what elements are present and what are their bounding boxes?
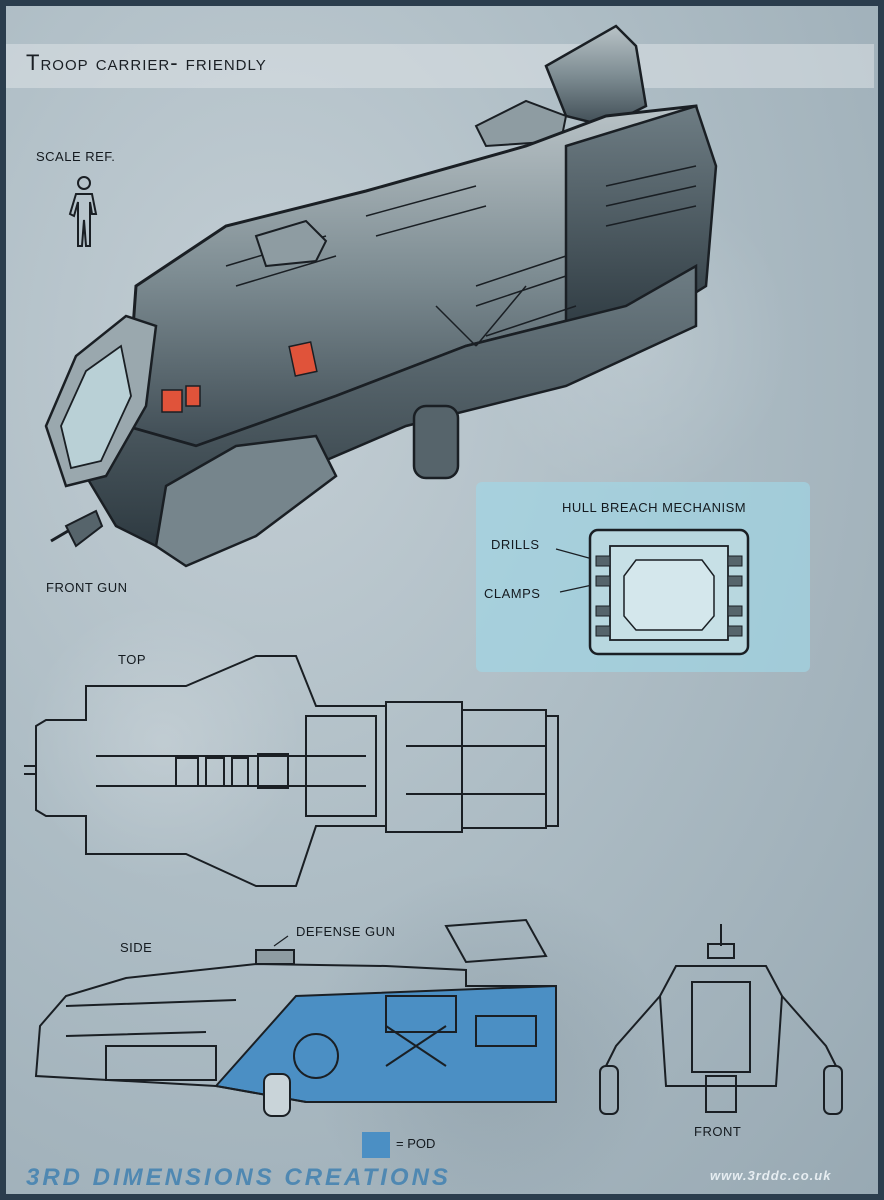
front-gun-label: FRONT GUN [46, 580, 128, 595]
pod-legend-swatch [362, 1132, 390, 1158]
drills-label: DRILLS [491, 537, 540, 552]
ship-perspective-view [44, 24, 718, 568]
pod-legend-label: = POD [396, 1136, 436, 1151]
side-view-label: SIDE [120, 940, 153, 955]
website-link[interactable]: www.3rddc.co.uk [710, 1168, 832, 1183]
ship-side-view [34, 918, 557, 1117]
ship-front-view [599, 924, 843, 1115]
front-view-label: FRONT [694, 1124, 742, 1139]
brand-logo-text: 3RD DIMENSIONS CREATIONS [26, 1164, 451, 1191]
hull-breach-mechanism-drawing [555, 528, 750, 656]
ship-top-view [24, 655, 559, 887]
concept-sheet: Troop carrier- friendly SCALE REF. [6, 6, 878, 1194]
hull-breach-label: HULL BREACH MECHANISM [562, 500, 747, 515]
defense-gun-label: DEFENSE GUN [296, 924, 396, 939]
title-band [6, 44, 874, 88]
page-title: Troop carrier- friendly [26, 50, 267, 75]
clamps-label: CLAMPS [484, 586, 541, 601]
human-figure-icon [68, 176, 98, 247]
top-view-label: TOP [118, 652, 146, 667]
scale-ref-label: SCALE REF. [36, 149, 116, 164]
